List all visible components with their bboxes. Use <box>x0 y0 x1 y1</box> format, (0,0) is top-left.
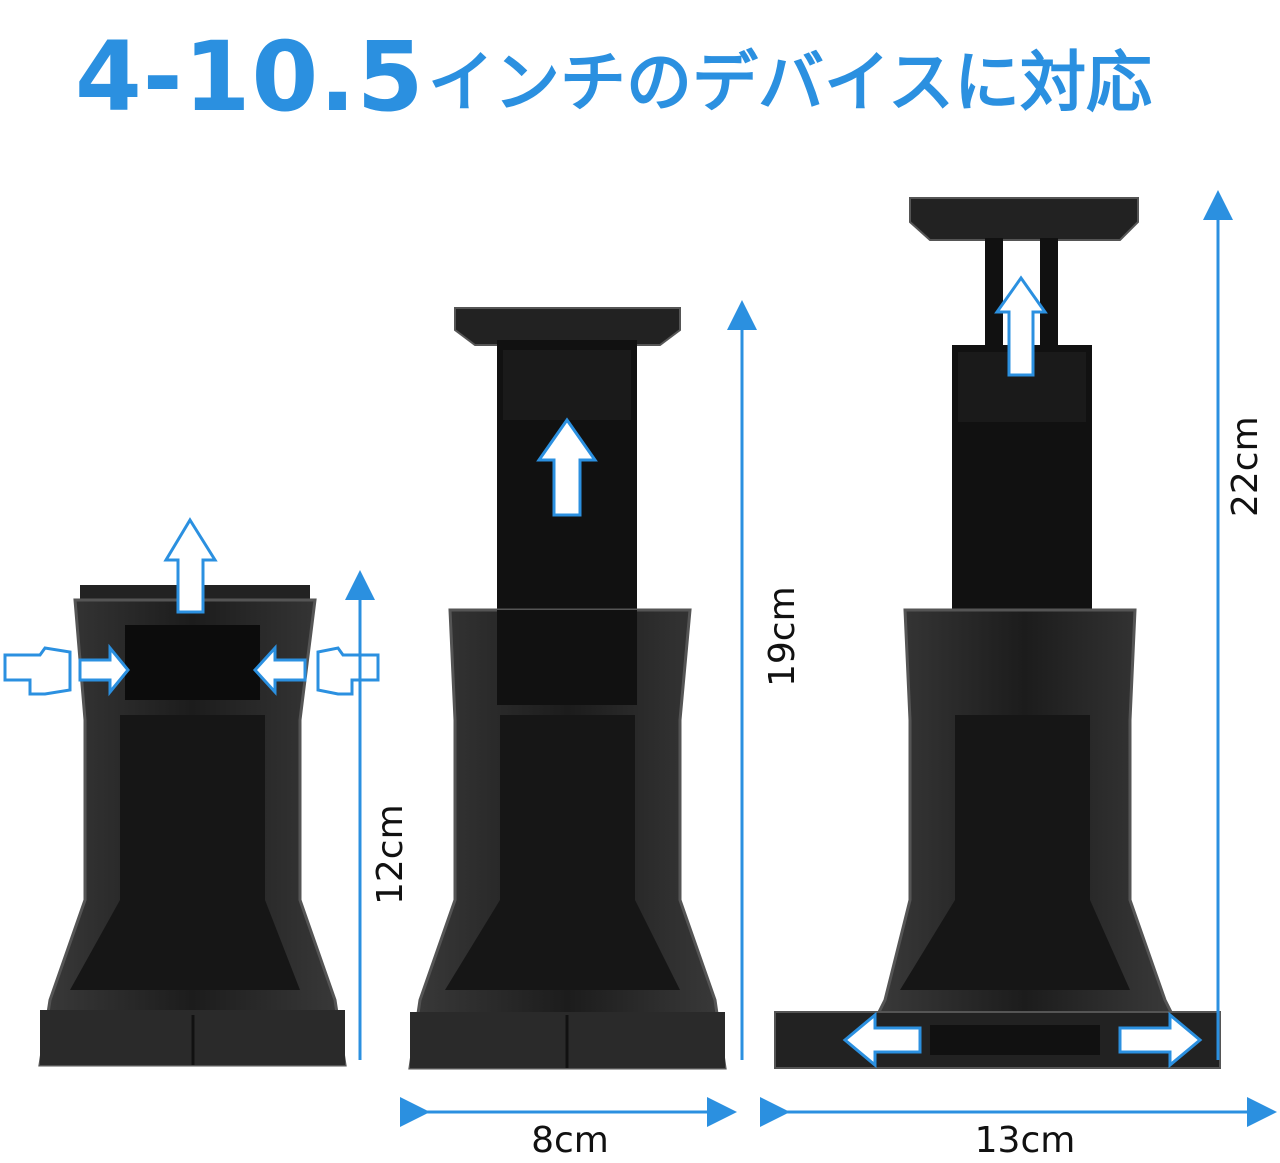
squeeze-left-arrow-icon <box>252 644 307 696</box>
width-label-wide: 13cm <box>974 1120 1076 1161</box>
holder-medium <box>408 307 727 1070</box>
extend-up-arrow-icon <box>163 517 218 614</box>
height-label-small: 12cm <box>370 804 411 905</box>
holder-large <box>774 197 1221 1069</box>
headline-size-range: 4-10.5 <box>75 21 425 133</box>
headline-text: インチのデバイスに対応 <box>428 44 1153 121</box>
height-label-large: 22cm <box>1225 416 1266 517</box>
extend-up-arrow-icon-2 <box>536 417 598 517</box>
expand-right-arrow-icon <box>1118 1011 1203 1069</box>
hand-pointer-left-icon <box>3 646 72 696</box>
holder-compact <box>38 585 347 1067</box>
width-label-narrow: 8cm <box>531 1120 609 1161</box>
extend-up-arrow-icon-3 <box>994 275 1048 377</box>
squeeze-right-arrow-icon <box>78 643 130 697</box>
height-label-medium: 19cm <box>762 586 803 687</box>
expand-left-arrow-icon <box>842 1011 922 1069</box>
headline: 4-10.5 インチのデバイスに対応 <box>0 0 1280 160</box>
hand-pointer-right-icon <box>316 646 380 696</box>
